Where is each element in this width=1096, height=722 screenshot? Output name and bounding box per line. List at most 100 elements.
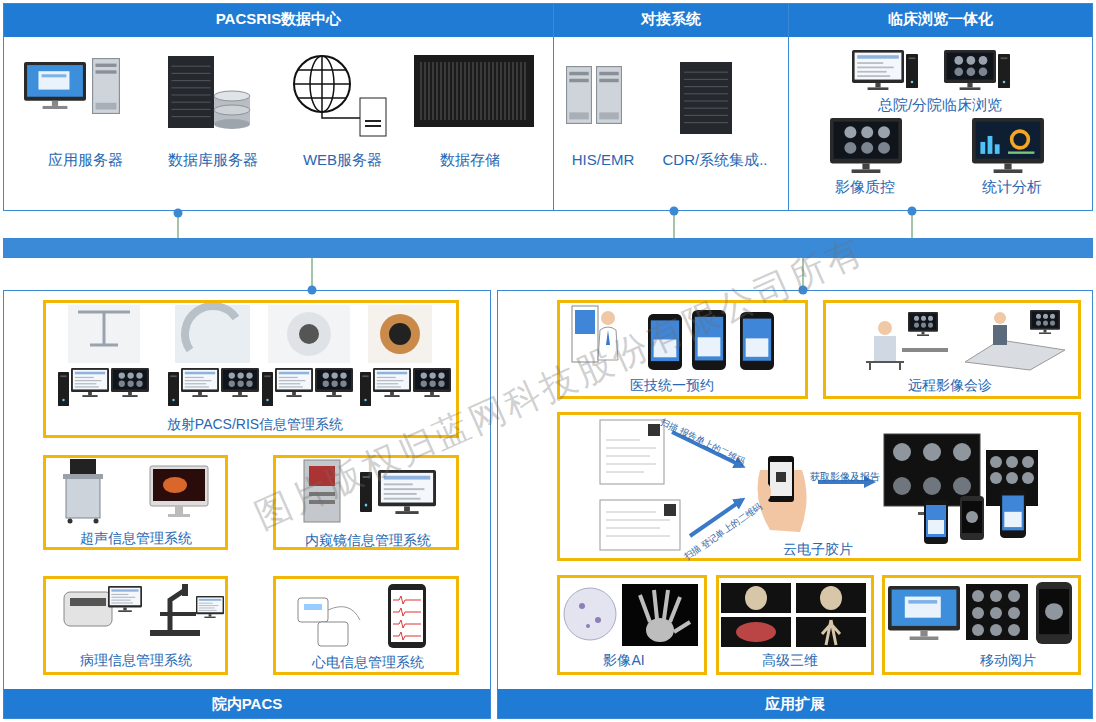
radiology-devices — [275, 368, 313, 397]
radiology-devices — [181, 368, 219, 397]
radiology-devices — [315, 368, 353, 397]
cloud-film-illustration — [990, 456, 1002, 468]
mobile-reading-illustration — [1036, 582, 1072, 644]
mobile-reading-illustration — [990, 590, 1002, 602]
flow-annotation: 获取影像及报告 — [810, 471, 880, 483]
cloud-film-illustration — [600, 500, 680, 550]
radiology-devices — [111, 368, 149, 397]
ultrasound-devices — [63, 459, 208, 524]
his-icon — [567, 67, 622, 124]
radiology-devices — [360, 372, 371, 406]
radiology-devices — [221, 368, 259, 397]
cloud-film-illustration — [600, 420, 1038, 550]
text-slot: 高级三维 — [725, 651, 855, 669]
clinical-pc-icon — [944, 50, 996, 90]
cloud-film-illustration — [923, 443, 941, 461]
bus-network — [3, 238, 1093, 258]
app-server-icon — [24, 62, 86, 109]
pathology-devices — [150, 630, 200, 636]
ai-illustration — [622, 584, 698, 646]
ultrasound-devices — [163, 477, 187, 493]
system-caption: 医技统一预约 — [630, 377, 714, 393]
radiology-devices — [262, 372, 273, 406]
stats-monitor-icon — [972, 118, 1044, 173]
cloud-film-illustration — [776, 472, 786, 482]
mobile-reading-illustration — [990, 607, 1002, 619]
icon-caption: 影像质控 — [835, 178, 895, 195]
app-server-icon — [93, 59, 120, 114]
text-slot: 数据存储 — [410, 151, 530, 169]
consultation-illustration — [1030, 310, 1060, 334]
cloud-film-illustration — [924, 500, 948, 544]
pathology-devices — [182, 584, 188, 596]
icon-caption: 总院/分院临床浏览 — [878, 96, 1002, 113]
ecg-devices — [298, 598, 328, 622]
cloud-film-illustration — [960, 496, 984, 540]
radiology-devices — [168, 372, 179, 406]
system-box: 扫描 报告单上的二维码扫描 登记单上的二维码获取影像及报告云电子胶片 — [557, 412, 1081, 561]
3d-illustration — [721, 583, 866, 647]
system-caption: 高级三维 — [762, 652, 818, 668]
ecg-devices — [328, 607, 360, 620]
radiology-devices — [368, 305, 432, 363]
panel-title: 院内PACS — [212, 695, 283, 712]
cdr-icon — [680, 62, 732, 134]
panel-title: 临床浏览一体化 — [888, 10, 993, 27]
system-box: 病理信息管理系统 — [43, 576, 228, 675]
zone-panel: 院内PACS放射PACS/RIS信息管理系统超声信息管理系统内窥镜信息管理系统病… — [3, 290, 491, 719]
text-slot: 扫描 登记单上的二维码 — [672, 491, 773, 568]
cloud-film-illustration — [884, 434, 980, 506]
platform-panel: PACSRIS数据中心应用服务器数据库服务器WEB服务器数据存储 — [3, 3, 554, 211]
qc-monitor-icon — [830, 118, 902, 173]
radiology-devices — [185, 306, 236, 350]
text-slot: 影像质控 — [815, 178, 915, 196]
radiology-devices — [299, 324, 319, 344]
web-server-icon — [365, 125, 381, 127]
ai-illustration — [595, 617, 601, 623]
storage-icon — [414, 55, 534, 127]
3d-illustration — [822, 620, 840, 645]
radiology-devices — [287, 312, 331, 356]
system-box: 放射PACS/RIS信息管理系统 — [43, 300, 459, 438]
text-slot: 总院/分院临床浏览 — [850, 96, 1030, 114]
cloud-film-illustration — [953, 443, 971, 461]
mobile-reading-illustration — [1008, 590, 1020, 602]
cloud-film-illustration — [990, 472, 1002, 484]
text-slot: 临床浏览一体化 — [788, 10, 1093, 28]
cdr-icon — [680, 62, 732, 134]
text-slot: 云电子胶片 — [768, 540, 868, 558]
text-slot: 超声信息管理系统 — [53, 529, 218, 547]
system-box: 心电信息管理系统 — [273, 576, 459, 675]
consultation-illustration — [908, 312, 938, 336]
pathology-devices — [64, 584, 224, 636]
pathology-devices — [196, 596, 224, 618]
ecg-devices — [393, 596, 421, 640]
radiology-devices — [389, 323, 411, 345]
cloud-film-illustration — [1006, 456, 1018, 468]
booking-illustration — [575, 310, 595, 334]
cloud-film-illustration — [1022, 456, 1034, 468]
radiology-devices — [175, 305, 250, 363]
mobile-reading-illustration — [972, 590, 984, 602]
system-caption: 病理信息管理系统 — [80, 652, 192, 668]
icon-caption: CDR/系统集成.. — [663, 151, 768, 168]
bus-network — [3, 207, 1093, 295]
cloud-film-illustration — [606, 440, 656, 472]
text-slot: 统计分析 — [962, 178, 1062, 196]
text-slot: WEB服务器 — [280, 151, 405, 169]
system-box: 影像AI — [557, 575, 707, 675]
3d-illustration — [820, 586, 842, 610]
ultrasound-devices — [153, 469, 205, 501]
system-caption: 心电信息管理系统 — [312, 654, 424, 670]
panel-title: 应用扩展 — [765, 695, 825, 712]
cloud-film-illustration — [893, 477, 911, 495]
ecg-devices — [298, 584, 426, 648]
icon-caption: 数据存储 — [440, 151, 500, 168]
system-caption: 移动阅片 — [980, 652, 1036, 668]
radiology-devices — [58, 372, 69, 406]
ai-illustration — [640, 590, 690, 632]
3d-illustration — [721, 583, 791, 613]
3d-illustration — [796, 617, 866, 647]
ultrasound-devices — [68, 519, 73, 524]
